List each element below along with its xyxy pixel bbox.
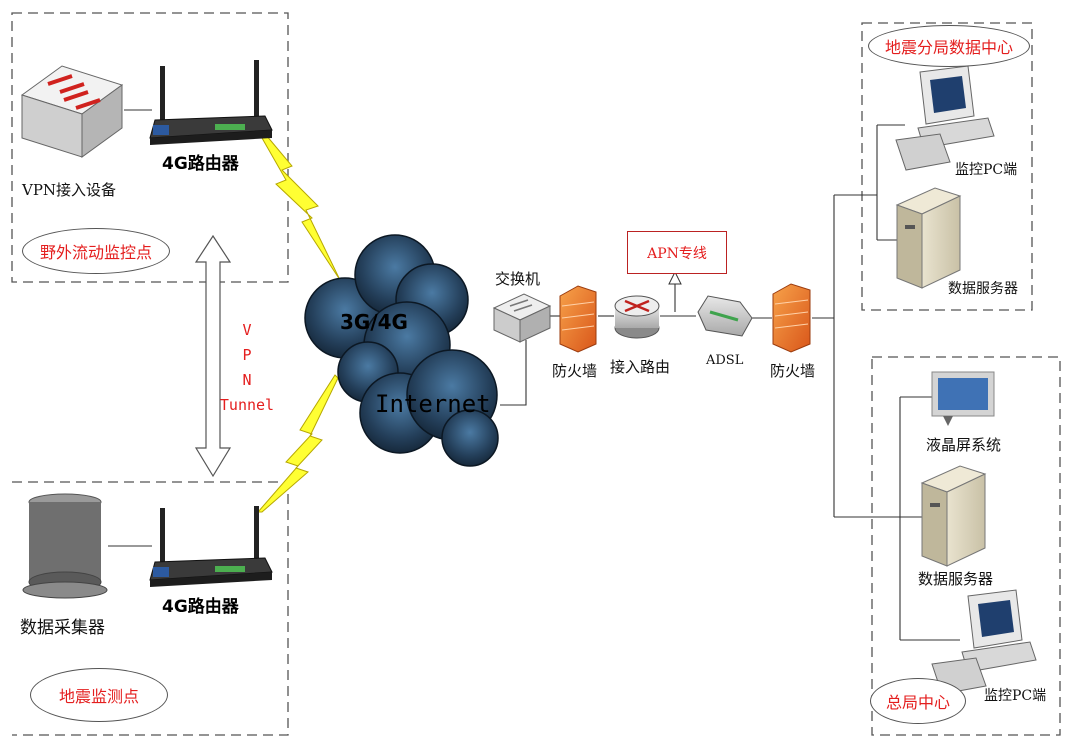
field-control-site-oval: 野外流动监控点: [22, 228, 170, 274]
site-boundaries: [11, 12, 1061, 736]
tunnel-letter-n: N: [242, 371, 252, 389]
branch-server-icon: [895, 187, 962, 289]
wireless-lightning-icon: [256, 134, 341, 513]
branch-monitor-pc-icon: [895, 65, 995, 171]
router-bottom-label: 4G路由器: [162, 597, 239, 617]
connection-lines: [108, 109, 960, 641]
data-collector-label: 数据采集器: [20, 618, 105, 638]
seismic-site-label: 地震监测点: [58, 687, 139, 706]
access-router-icon: [614, 295, 660, 339]
data-collector-icon: [22, 493, 108, 599]
vpn-tunnel-arrow-icon: [194, 234, 232, 478]
hq-pc-label: 监控PC端: [984, 688, 1047, 704]
branch-server-label: 数据服务器: [948, 281, 1018, 297]
firewall-1-label: 防火墙: [552, 362, 598, 380]
apn-line-box: APN专线: [627, 231, 727, 274]
network-3g4g-label: 3G/4G: [340, 310, 408, 334]
firewall-1-icon: [559, 285, 597, 353]
access-router-label: 接入路由: [610, 358, 671, 376]
tunnel-letter-p: P: [242, 346, 252, 364]
field-control-site-label: 野外流动监控点: [39, 243, 152, 262]
internet-cloud-icon: [304, 234, 499, 467]
firewall-2-label: 防火墙: [770, 362, 816, 380]
apn-line-label: APN专线: [647, 245, 707, 262]
hq-server-icon: [920, 465, 987, 567]
tunnel-letter-v: V: [242, 321, 252, 339]
vpn-access-device-label: VPN接入设备: [22, 181, 117, 199]
hq-server-label: 数据服务器: [918, 570, 994, 588]
vpn-access-device-icon: [20, 65, 124, 158]
router-bottom-icon: [149, 506, 273, 587]
apn-arrow-icon: [668, 270, 682, 285]
switch-icon: [492, 293, 552, 343]
hq-center-oval: 总局中心: [870, 678, 966, 724]
router-top-icon: [149, 60, 273, 145]
router-top-label: 4G路由器: [162, 154, 239, 174]
vpn-tunnel-label: V P N Tunnel: [212, 318, 282, 418]
lcd-system-label: 液晶屏系统: [926, 436, 1002, 454]
branch-center-oval: 地震分局数据中心: [868, 25, 1030, 67]
adsl-modem-icon: [697, 295, 753, 337]
branch-center-title: 地震分局数据中心: [884, 38, 1013, 57]
firewall-2-icon: [772, 283, 811, 353]
tunnel-word: Tunnel: [219, 396, 275, 414]
hq-center-title: 总局中心: [885, 693, 950, 712]
switch-label: 交换机: [495, 270, 541, 288]
seismic-site-oval: 地震监测点: [30, 668, 168, 722]
lcd-screen-icon: [931, 371, 995, 426]
branch-pc-label: 监控PC端: [955, 162, 1018, 178]
adsl-label: ADSL: [706, 353, 744, 368]
hq-monitor-pc-icon: [931, 589, 1037, 695]
internet-label: Internet: [375, 390, 491, 418]
